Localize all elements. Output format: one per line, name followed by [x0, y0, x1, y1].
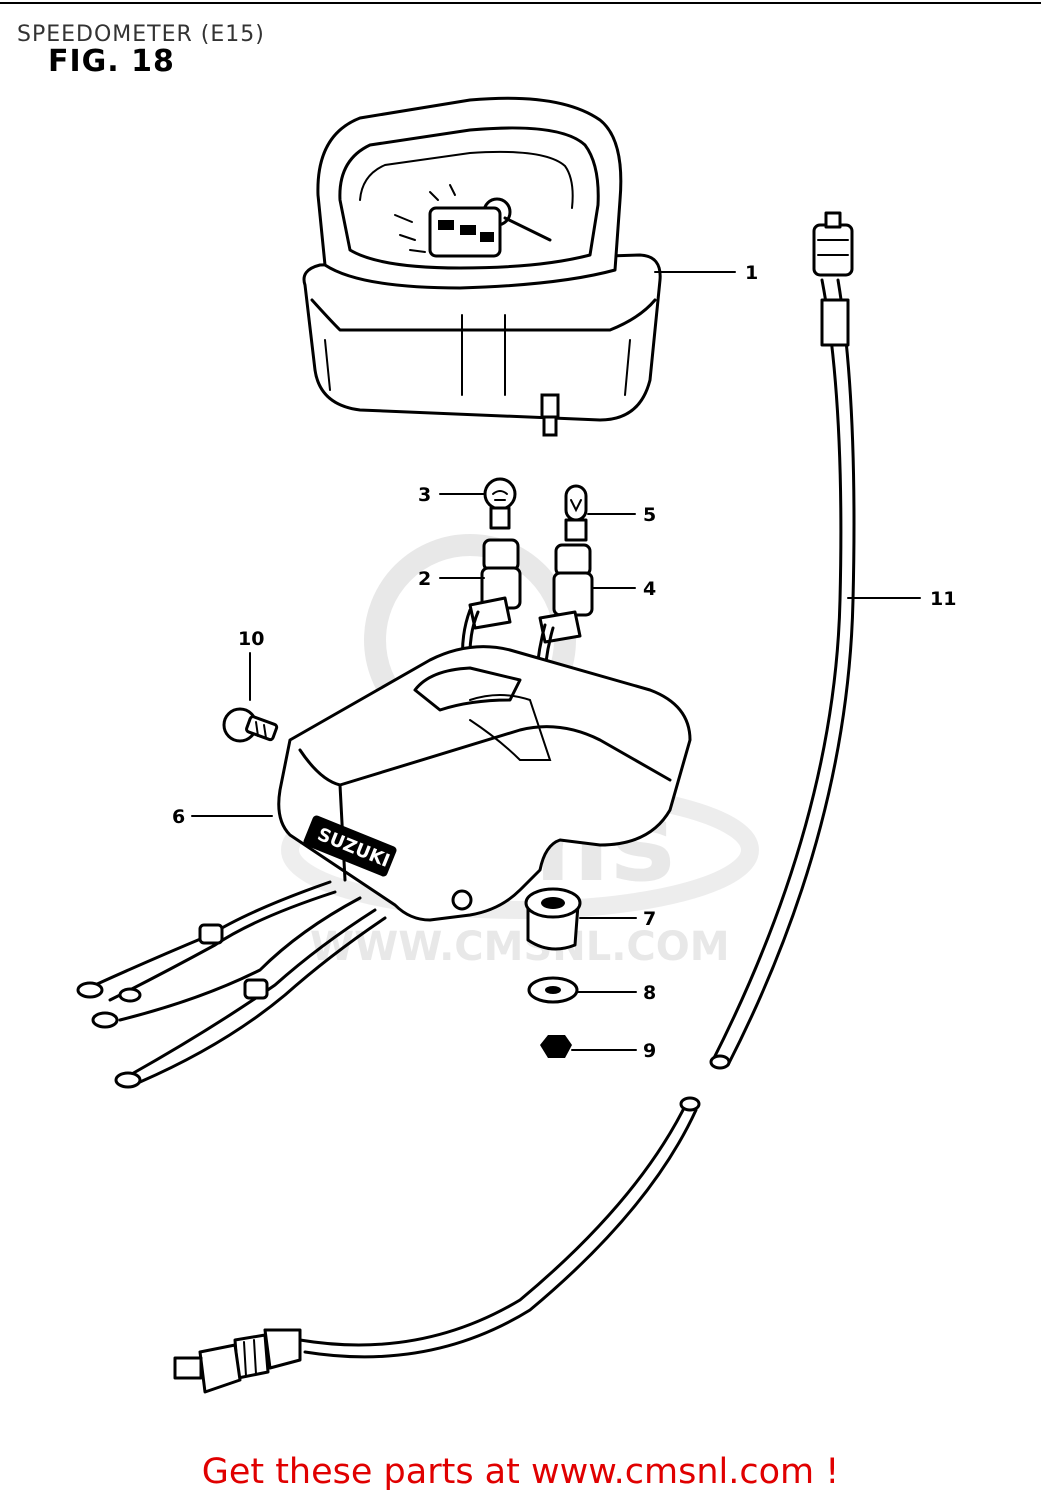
page-title: SPEEDOMETER (E15) — [17, 22, 265, 47]
callout-9: 9 — [643, 1040, 656, 1062]
callout-11: 11 — [930, 588, 956, 610]
callout-2: 2 — [418, 568, 431, 590]
nut — [540, 1035, 572, 1058]
bulb-left — [483, 477, 517, 530]
callout-10: 10 — [238, 628, 264, 650]
footer-link[interactable]: Get these parts at www.cmsnl.com ! — [201, 1452, 840, 1492]
callout-1: 1 — [745, 262, 758, 284]
callout-7: 7 — [643, 908, 656, 930]
callout-8: 8 — [643, 982, 656, 1004]
callout-5: 5 — [643, 504, 656, 526]
top-rule — [0, 2, 1041, 4]
speedometer-head — [302, 96, 662, 437]
washer — [527, 976, 579, 1004]
bulb-right — [564, 484, 588, 542]
grommet — [524, 887, 582, 951]
callout-4: 4 — [643, 578, 656, 600]
screw — [222, 707, 279, 743]
watermark-url: WWW.CMSNL.COM — [310, 924, 730, 970]
callout-6: 6 — [172, 806, 185, 828]
wiring-harness — [76, 880, 387, 1089]
figure-label: FIG. 18 — [48, 44, 175, 79]
callout-3: 3 — [418, 484, 431, 506]
callout-leaders — [191, 271, 921, 1051]
speedometer-cable — [173, 211, 856, 1394]
